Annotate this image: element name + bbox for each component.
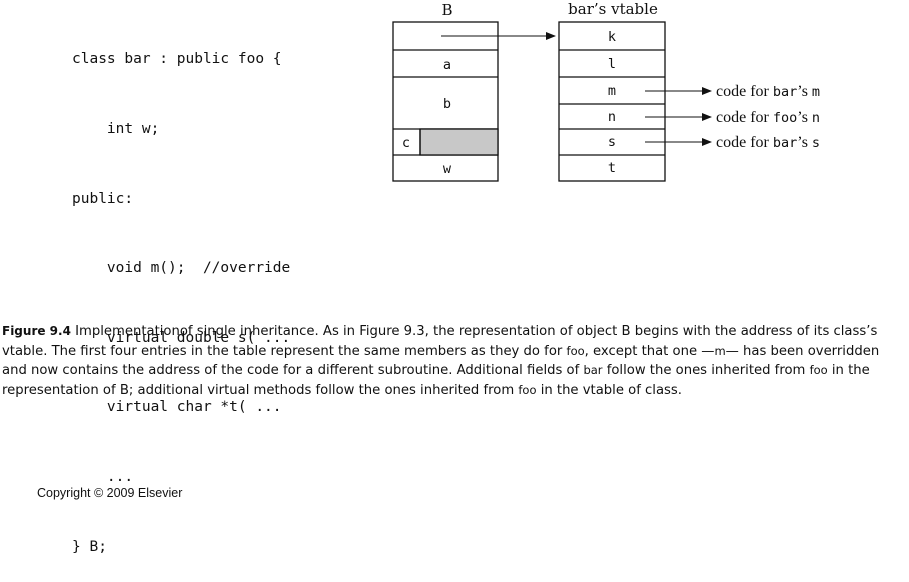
code-line: } B; xyxy=(72,538,107,555)
code-line: public: xyxy=(72,190,134,207)
object-field-a: a xyxy=(443,57,451,73)
vtable-entry-n: n xyxy=(608,109,616,125)
code-target-label: code for foo’s n xyxy=(716,109,820,126)
vtable-entry-k: k xyxy=(608,29,616,45)
code-line: int w; xyxy=(72,121,160,137)
code-listing: class bar : public foo { int w; public: … xyxy=(72,2,290,582)
padding-cell xyxy=(419,128,499,156)
code-target-label: code for bar’s m xyxy=(716,83,820,100)
code-line: class bar : public foo { xyxy=(72,51,282,68)
inheritance-diagram: B a b c w bar’s vtable k l m n s t code … xyxy=(392,0,820,182)
object-title: B xyxy=(441,1,452,19)
object-field-c: c xyxy=(402,135,410,151)
vtable-entry-l: l xyxy=(608,56,616,72)
vtable-entry-t: t xyxy=(608,160,616,176)
vtable-entry-m: m xyxy=(608,83,616,99)
figure-label: Figure 9.4 xyxy=(2,324,71,338)
figure-caption: Figure 9.4 Implementationof single inher… xyxy=(2,324,880,398)
code-target-label: code for bar’s s xyxy=(716,134,820,151)
code-line: virtual char *t( ... xyxy=(72,399,282,416)
code-line: virtual double s( ... xyxy=(72,329,291,346)
code-line: void m(); //override xyxy=(72,260,291,277)
code-line: ... xyxy=(72,468,134,485)
vtable-entry-s: s xyxy=(608,134,616,150)
vtable-title: bar’s vtable xyxy=(568,0,658,18)
object-field-w: w xyxy=(443,161,452,177)
object-field-b: b xyxy=(443,96,451,112)
copyright-notice: Copyright © 2009 Elsevier xyxy=(37,486,183,500)
vtable-box xyxy=(558,21,666,182)
